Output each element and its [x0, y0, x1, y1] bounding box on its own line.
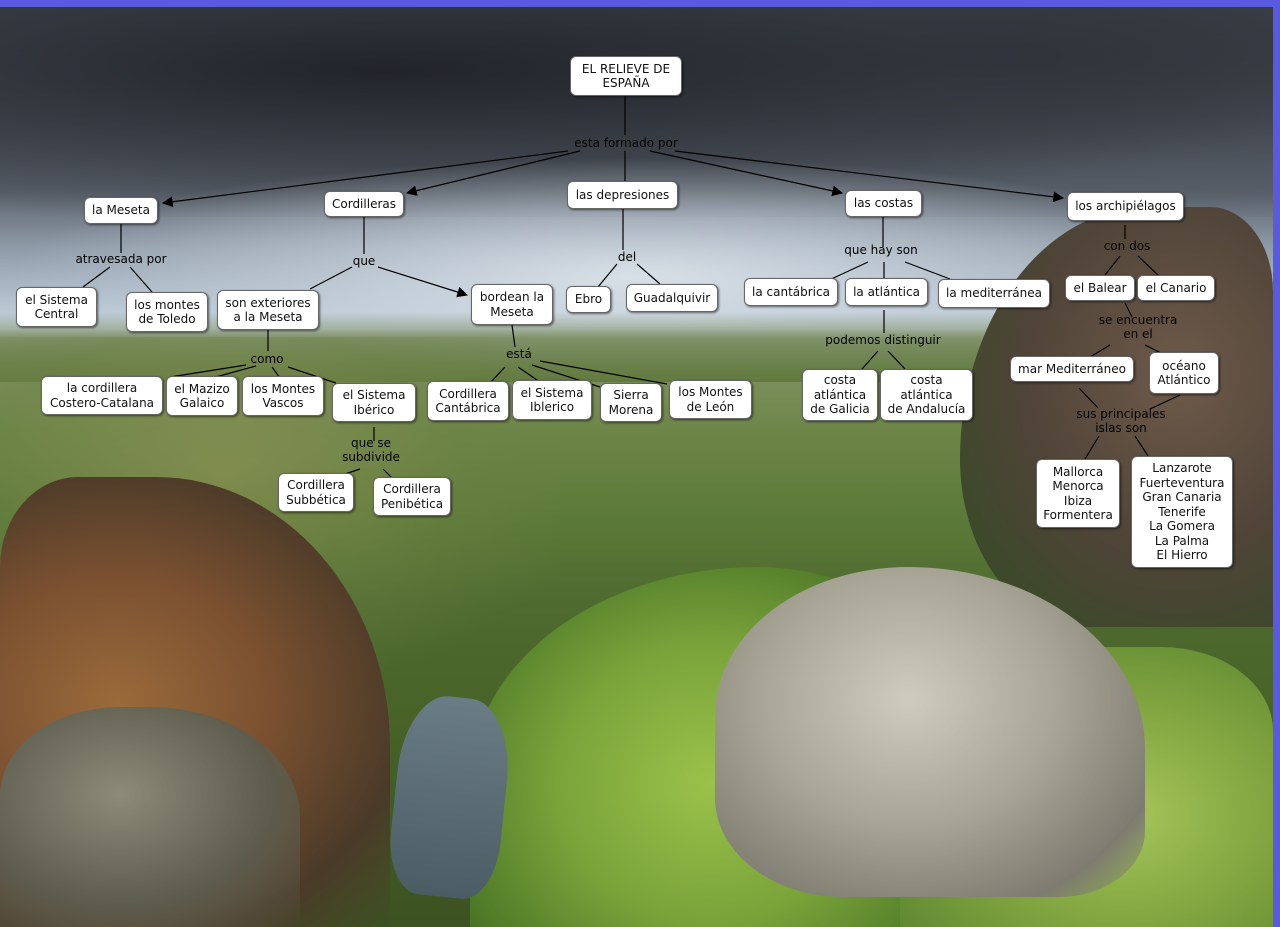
node-costa-andalucia[interactable]: costa atlántica de Andalucía [880, 369, 973, 421]
node-montes-toledo[interactable]: los montes de Toledo [126, 292, 208, 332]
concept-map-canvas: EL RELIEVE DE ESPAÑA la Meseta Cordiller… [0, 7, 1273, 927]
node-montes-vascos[interactable]: los Montes Vascos [242, 376, 324, 416]
arrow-que-bordean [378, 267, 467, 295]
link-del: del [618, 250, 636, 264]
node-mazizo-galaico[interactable]: el Mazizo Galaico [166, 376, 238, 416]
node-islas-canarias[interactable]: Lanzarote Fuerteventura Gran Canaria Ten… [1131, 456, 1233, 568]
node-sistema-iblerico[interactable]: el Sistema Iblerico [512, 380, 592, 420]
node-cantabrica[interactable]: la cantábrica [744, 278, 838, 306]
node-exteriores-meseta[interactable]: son exteriores a la Meseta [217, 290, 319, 330]
node-mar-mediterraneo[interactable]: mar Mediterráneo [1010, 356, 1134, 382]
link-que: que [353, 254, 376, 268]
node-cordillera-cantabrica[interactable]: Cordillera Cantábrica [427, 381, 509, 421]
node-oceano-atlantico[interactable]: océano Atlántico [1149, 352, 1219, 394]
node-guadalquivir[interactable]: Guadalquivir [626, 284, 718, 312]
node-depresiones[interactable]: las depresiones [567, 181, 678, 209]
node-islas-baleares[interactable]: Mallorca Menorca Ibiza Formentera [1036, 459, 1120, 528]
node-balear[interactable]: el Balear [1065, 275, 1135, 301]
arrow-formado-cordilleras [407, 151, 580, 193]
link-esta-formado-por: esta formado por [574, 136, 678, 150]
link-atravesada-por: atravesada por [75, 252, 166, 266]
node-archipielagos[interactable]: los archipiélagos [1067, 192, 1184, 221]
link-como: como [251, 352, 284, 366]
link-con-dos: con dos [1104, 239, 1151, 253]
node-cordilleras[interactable]: Cordilleras [324, 191, 404, 217]
link-sus-principales-islas-son: sus principales islas son [1076, 407, 1165, 435]
node-sistema-central[interactable]: el Sistema Central [16, 287, 97, 327]
node-costero-catalana[interactable]: la cordillera Costero-Catalana [41, 376, 163, 415]
link-se-encuentra-en-el: se encuentra en el [1099, 313, 1178, 341]
node-bordean-meseta[interactable]: bordean la Meseta [471, 284, 553, 325]
node-atlantica[interactable]: la atlántica [845, 278, 928, 306]
node-meseta[interactable]: la Meseta [84, 197, 158, 224]
node-subbetica[interactable]: Cordillera Subbética [278, 473, 354, 512]
node-penibetica[interactable]: Cordillera Penibética [373, 477, 451, 516]
node-canario[interactable]: el Canario [1137, 275, 1215, 301]
node-relieve-espana[interactable]: EL RELIEVE DE ESPAÑA [570, 56, 682, 96]
link-que-se-subdivide: que se subdivide [342, 436, 400, 464]
link-que-hay-son: que hay son [844, 243, 918, 257]
node-costas[interactable]: las costas [845, 190, 922, 217]
arrow-formado-costas [650, 151, 842, 193]
node-mediterranea[interactable]: la mediterránea [938, 279, 1050, 308]
node-ebro[interactable]: Ebro [566, 286, 611, 313]
link-esta: está [506, 347, 532, 361]
node-montes-leon[interactable]: los Montes de León [669, 380, 752, 419]
link-podemos-distinguir: podemos distinguir [825, 333, 940, 347]
node-sistema-iberico[interactable]: el Sistema Ibérico [332, 383, 416, 422]
node-sierra-morena[interactable]: Sierra Morena [600, 383, 662, 422]
node-costa-galicia[interactable]: costa atlántica de Galicia [802, 369, 878, 421]
